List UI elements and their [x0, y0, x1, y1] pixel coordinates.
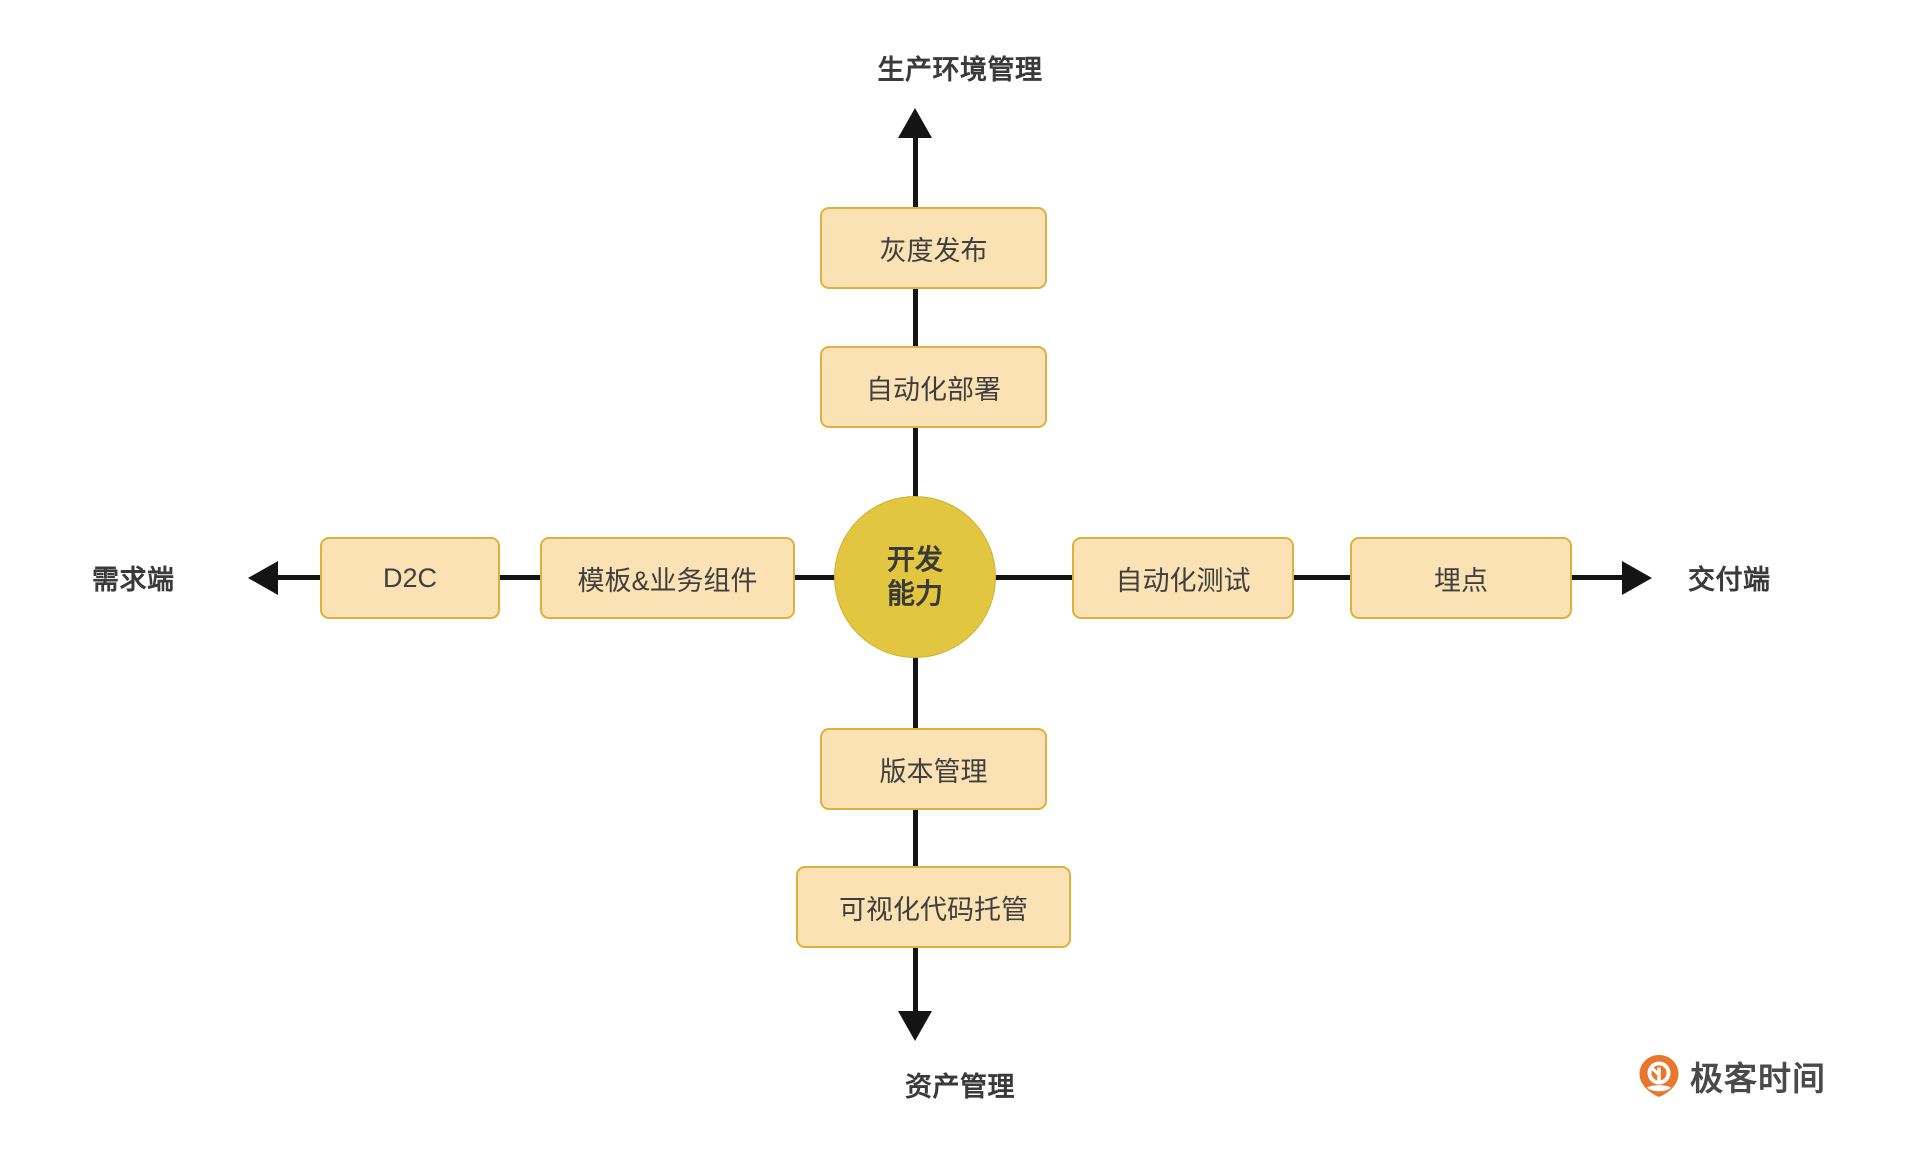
center-node-label-line1: 开发	[886, 543, 943, 575]
connector-left-node1-node2	[497, 575, 543, 580]
arrow-right-icon	[1622, 561, 1652, 595]
arrow-left-icon	[248, 561, 278, 595]
axis-label-bottom: 资产管理	[905, 1072, 1015, 1102]
connector-bottom-center-node1	[913, 640, 918, 731]
axis-label-right: 交付端	[1688, 565, 1771, 595]
connector-top-node2-center	[913, 425, 918, 515]
axis-label-left: 需求端	[92, 565, 175, 595]
connector-top-to-arrow	[913, 130, 918, 210]
node-automated-deployment[interactable]: 自动化部署	[820, 346, 1047, 428]
node-version-management[interactable]: 版本管理	[820, 728, 1047, 810]
arrow-down-icon	[898, 1011, 932, 1041]
arrow-up-icon	[898, 108, 932, 138]
connector-bottom-to-arrow	[913, 945, 918, 1021]
connector-left-to-arrow	[254, 575, 324, 580]
node-visual-code-hosting[interactable]: 可视化代码托管	[796, 866, 1071, 948]
node-event-tracking[interactable]: 埋点	[1350, 537, 1572, 619]
node-d2c[interactable]: D2C	[320, 537, 500, 619]
connector-right-node1-node2	[1291, 575, 1353, 580]
center-node-label-line2: 能力	[886, 578, 943, 609]
connector-bottom-node1-node2	[913, 807, 918, 869]
center-node-dev-capability[interactable]: 开发 能力	[834, 496, 996, 658]
geektime-pin-icon	[1639, 1055, 1679, 1097]
brand-name: 极客时间	[1690, 1060, 1826, 1097]
brand-logo: 极客时间	[1638, 1052, 1826, 1100]
connector-top-node1-node2	[913, 286, 918, 349]
axis-label-top: 生产环境管理	[877, 55, 1043, 85]
node-template-business-components[interactable]: 模板&业务组件	[540, 537, 795, 619]
connector-left-node2-center	[792, 575, 850, 580]
connector-right-to-arrow	[1569, 575, 1631, 580]
node-gray-release[interactable]: 灰度发布	[820, 207, 1047, 289]
connector-right-center-node1	[984, 575, 1076, 580]
node-automated-testing[interactable]: 自动化测试	[1072, 537, 1294, 619]
